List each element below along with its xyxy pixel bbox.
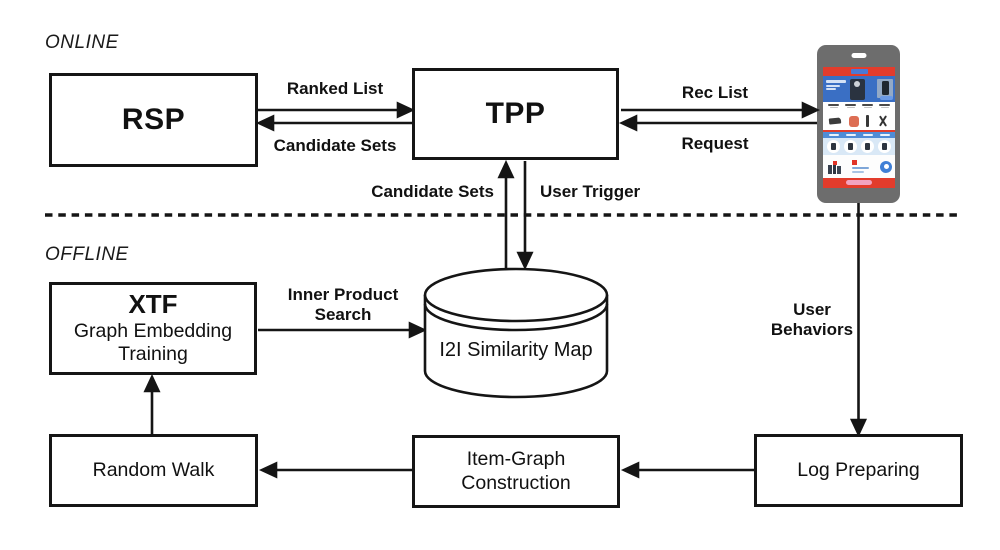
app-bottom-banner <box>823 177 895 188</box>
smartphone-icon <box>817 45 900 203</box>
app-category-row <box>823 102 895 113</box>
request-label: Request <box>681 134 749 153</box>
similarity-map-label: I2I Similarity Map <box>439 339 593 361</box>
app-top-banner <box>823 67 895 76</box>
candidate-sets-top-label: Candidate Sets <box>273 136 397 155</box>
rsp-node: RSP <box>49 73 258 167</box>
database-cylinder <box>423 267 609 399</box>
candidate-sets-mid-label: Candidate Sets <box>371 182 494 201</box>
inner-product-line2: Search <box>314 305 372 325</box>
app-promo-row <box>823 154 895 178</box>
item-graph-label-line2: Construction <box>461 471 571 494</box>
item-graph-construction-node: Item-Graph Construction <box>412 435 620 508</box>
app-divider <box>823 129 895 132</box>
arrow-candidate-sets-to-rsp <box>255 114 412 132</box>
arrow-inner-product-search <box>258 321 428 339</box>
arrow-user-trigger <box>516 161 534 271</box>
arrow-log-to-itemgraph <box>620 461 754 479</box>
rsp-label: RSP <box>121 103 186 136</box>
arrow-rec-list <box>621 101 821 119</box>
tpp-label: TPP <box>485 97 546 130</box>
app-blue-section <box>823 131 895 155</box>
tpp-node: TPP <box>412 68 619 160</box>
offline-zone-label: OFFLINE <box>45 244 129 265</box>
log-preparing-label: Log Preparing <box>797 458 920 481</box>
arrow-randomwalk-to-xtf <box>143 373 161 434</box>
phone-speaker-slot <box>851 53 866 58</box>
user-behaviors-line2: Behaviors <box>770 320 854 340</box>
arrow-candidate-sets-to-tpp <box>497 159 515 270</box>
xtf-subtitle-line1: Graph Embedding <box>73 319 233 342</box>
xtf-subtitle-line2: Training <box>118 343 188 366</box>
item-graph-label-line1: Item-Graph <box>466 447 566 470</box>
user-behaviors-line1: User <box>793 300 831 319</box>
app-hero-banner <box>823 76 895 102</box>
random-walk-node: Random Walk <box>49 434 258 507</box>
xtf-node: XTF Graph Embedding Training <box>49 282 257 375</box>
app-product-row <box>823 112 895 130</box>
inner-product-search-label: Inner Product Search <box>263 285 423 325</box>
arrow-ranked-list <box>258 101 416 119</box>
ranked-list-label: Ranked List <box>286 79 384 98</box>
inner-product-line1: Inner Product <box>287 285 399 304</box>
rec-list-label: Rec List <box>681 83 749 102</box>
user-trigger-label: User Trigger <box>540 182 641 201</box>
user-behaviors-label: User Behaviors <box>737 300 887 340</box>
arrow-request <box>618 114 817 132</box>
xtf-title: XTF <box>128 288 178 319</box>
phone-screen-shopping-app <box>823 67 895 188</box>
random-walk-label: Random Walk <box>92 458 215 481</box>
arrow-itemgraph-to-randomwalk <box>258 461 412 479</box>
log-preparing-node: Log Preparing <box>754 434 963 507</box>
online-zone-label: ONLINE <box>45 32 119 53</box>
